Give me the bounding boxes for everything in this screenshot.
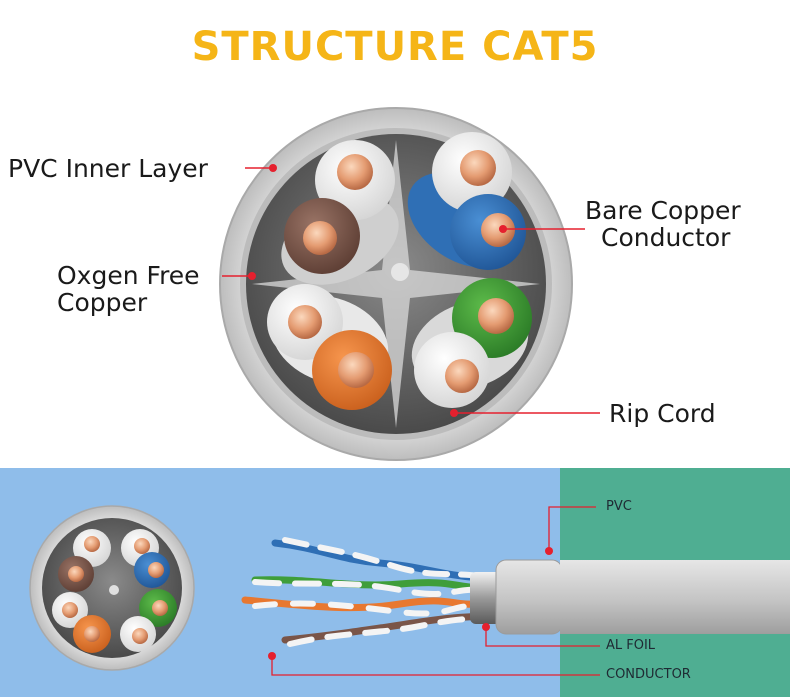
- cable-cross-section-small: [29, 505, 195, 671]
- label-oxygen-free-line1: Oxgen Free: [57, 261, 200, 290]
- cable-cross-section: [219, 107, 573, 461]
- label-rip-cord: Rip Cord: [609, 399, 716, 428]
- label-bare-copper-line1: Bare Copper: [585, 196, 741, 225]
- cable-side-view: [241, 537, 790, 647]
- page-title: STRUCTURE CAT5: [191, 24, 599, 70]
- label-pvc: PVC: [606, 499, 632, 514]
- pair-white-brown: [281, 140, 399, 285]
- label-pvc-inner-layer: PVC Inner Layer: [8, 154, 208, 183]
- pair-white-orange: [267, 284, 392, 410]
- pair-white-blue: [407, 132, 526, 270]
- label-oxygen-free-copper: Oxgen Free Copper: [57, 262, 200, 316]
- label-bare-copper-conductor: Bare Copper Conductor: [585, 197, 741, 251]
- label-al-foil: AL FOIL: [606, 638, 656, 653]
- label-conductor: CONDUCTOR: [606, 667, 691, 682]
- label-oxygen-free-line2: Copper: [57, 288, 148, 317]
- pair-white-green: [411, 278, 532, 408]
- callout-lines-bottom: [268, 506, 600, 676]
- callout-lines-top: [222, 164, 600, 417]
- label-bare-copper-line2: Conductor: [601, 223, 731, 252]
